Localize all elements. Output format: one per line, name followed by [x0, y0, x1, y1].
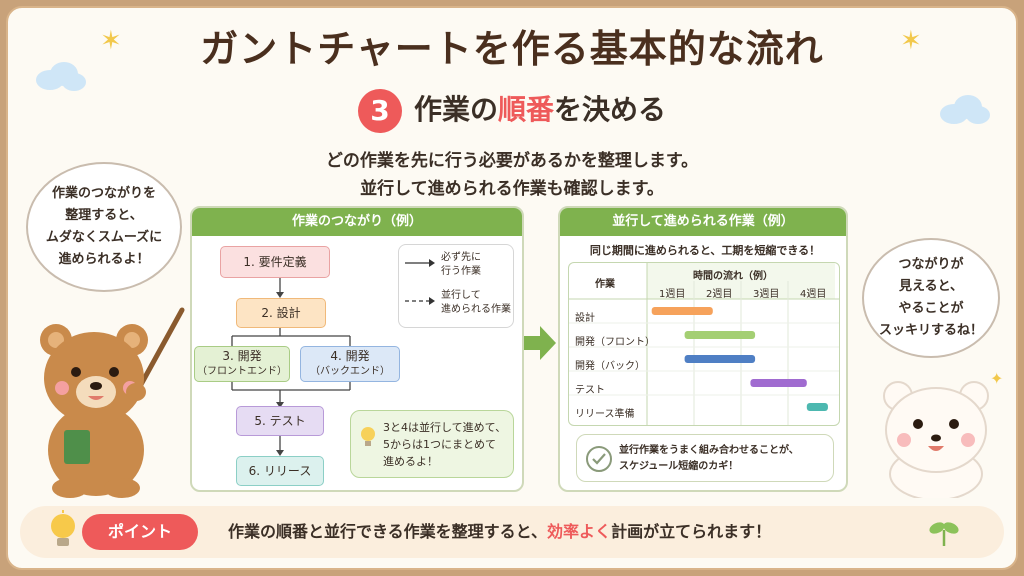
point-text-post: 計画が立てられます！ — [611, 522, 772, 541]
page-title: ガントチャートを作る基本的な流れ — [200, 27, 824, 71]
lightbulb-icon — [51, 510, 75, 546]
note-line: 5からは1つにまとめて — [383, 438, 496, 451]
flow-panel: 作業のつながり（例） 1. 要件定義 2. 設計 3. 開発 （フロントエンド） — [190, 206, 524, 492]
gantt-task-label: テスト — [575, 385, 605, 396]
gantt-task-label: 開発（フロント） — [575, 337, 655, 348]
left-speech-bubble: 作業のつながりを 整理すると、 ムダなくスムーズに 進められるよ！ — [26, 162, 182, 292]
flow-node-release: 6. リリース — [236, 456, 324, 486]
gantt-bar — [651, 307, 713, 315]
svg-text:✦: ✦ — [990, 369, 1003, 388]
bubble-line: つながりが — [898, 257, 964, 272]
bubble-line: 整理すると、 — [65, 208, 143, 223]
flow-node-test: 5. テスト — [236, 406, 324, 436]
bubble-line: 見えると、 — [898, 279, 964, 294]
tip-line: 並行作業をうまく組み合わせることが、 — [619, 445, 799, 456]
gantt-week-label: 4週目 — [800, 289, 827, 300]
step-number-badge: 3 — [357, 89, 402, 133]
flow-note: 3と4は並行して進めて、 5からは1つにまとめて 進めるよ！ — [350, 410, 514, 478]
gantt-time-header: 時間の流れ（例） — [693, 271, 773, 282]
bear-illustration — [40, 307, 185, 498]
solid-arrow-icon — [405, 259, 435, 267]
sparkle-icon: ✶ — [900, 26, 922, 56]
flow-node-label: 3. 開発 — [222, 349, 262, 363]
step-heading: 3 作業の順番を決める — [0, 88, 1024, 133]
flow-node-backend: 4. 開発 （バックエンド） — [300, 346, 400, 382]
point-text-highlight: 効率よく — [547, 522, 612, 541]
sparkle-icon: ✶ — [100, 26, 122, 56]
step-heading-pre: 作業の — [413, 93, 498, 126]
gantt-table: 作業 時間の流れ（例） 1週目 2週目 3週目 4週目 設計 開発（フロント） … — [568, 262, 840, 426]
gantt-bar — [806, 403, 828, 411]
point-tag: ポイント — [82, 514, 198, 550]
point-text: 作業の順番と並行できる作業を整理すると、効率よく計画が立てられます！ — [228, 520, 771, 544]
flow-node-frontend: 3. 開発 （フロントエンド） — [194, 346, 290, 382]
gantt-panel: 並行して進められる作業（例） 同じ期間に進められると、工期を短縮できる！ 作業 … — [558, 206, 848, 492]
flow-panel-title: 作業のつながり（例） — [192, 208, 522, 236]
tip-line: スケジュール短縮のカギ！ — [619, 461, 739, 472]
lightbulb-icon — [361, 427, 375, 446]
white-bear-illustration: ✦ — [883, 369, 1003, 498]
flow-node-label: 6. リリース — [248, 464, 312, 478]
arrow-right-icon — [524, 326, 556, 360]
check-circle-icon — [586, 446, 612, 472]
step-heading-post: を決める — [554, 93, 667, 126]
gantt-task-header: 作業 — [595, 279, 615, 290]
gantt-bar — [750, 379, 807, 387]
step-heading-highlight: 順番 — [497, 93, 554, 126]
flow-node-sublabel: （バックエンド） — [310, 366, 390, 377]
bubble-line: ムダなくスムーズに — [45, 230, 163, 245]
flow-node-design: 2. 設計 — [236, 298, 326, 328]
legend-dashed-line-1: 並行して — [441, 290, 481, 301]
gantt-bar — [684, 355, 756, 363]
gantt-task-label: 設計 — [575, 313, 595, 324]
flow-node-label: 4. 開発 — [330, 349, 370, 363]
gantt-panel-title: 並行して進められる作業（例） — [560, 208, 846, 236]
dashed-arrow-icon — [405, 297, 435, 305]
gantt-task-label: 開発（バック） — [575, 361, 645, 372]
description-line-2: 並行して進められる作業も確認します。 — [360, 179, 664, 199]
flow-legend: 必ず先に 行う作業 並行して 進められる作業 — [398, 244, 514, 328]
bubble-line: スッキリするね！ — [878, 323, 983, 338]
gantt-task-label: リリース準備 — [575, 409, 635, 420]
flow-connectors — [231, 278, 351, 456]
gantt-bar — [684, 331, 756, 339]
bubble-line: やることが — [898, 301, 964, 316]
gantt-subtitle: 同じ期間に進められると、工期を短縮できる！ — [589, 244, 821, 257]
legend-solid-line-2: 行う作業 — [441, 266, 481, 277]
legend-dashed-line-2: 進められる作業 — [441, 304, 511, 315]
gantt-week-label: 2週目 — [706, 289, 733, 300]
cloud-icon — [36, 62, 86, 91]
cloud-icon — [940, 95, 990, 124]
bubble-line: 作業のつながりを — [51, 186, 156, 201]
gantt-week-label: 3週目 — [753, 289, 780, 300]
gantt-chart — [569, 263, 839, 425]
flow-node-requirements: 1. 要件定義 — [220, 246, 330, 278]
gantt-week-label: 1週目 — [659, 289, 686, 300]
flow-node-sublabel: （フロントエンド） — [197, 366, 287, 377]
note-line: 進めるよ！ — [383, 455, 438, 468]
description-line-1: どの作業を先に行う必要があるかを整理します。 — [325, 151, 699, 171]
flow-node-label: 5. テスト — [254, 414, 306, 428]
gantt-tip: 並行作業をうまく組み合わせることが、 スケジュール短縮のカギ！ — [576, 434, 834, 482]
right-speech-bubble: つながりが 見えると、 やることが スッキリするね！ — [862, 238, 1000, 358]
point-text-pre: 作業の順番と並行できる作業を整理すると、 — [228, 522, 548, 541]
note-line: 3と4は並行して進めて、 — [383, 421, 507, 434]
flow-node-label: 1. 要件定義 — [243, 255, 307, 269]
sprout-icon — [929, 522, 959, 546]
flow-node-label: 2. 設計 — [261, 306, 301, 320]
bubble-line: 進められるよ！ — [58, 252, 150, 267]
legend-solid-line-1: 必ず先に — [441, 252, 481, 263]
